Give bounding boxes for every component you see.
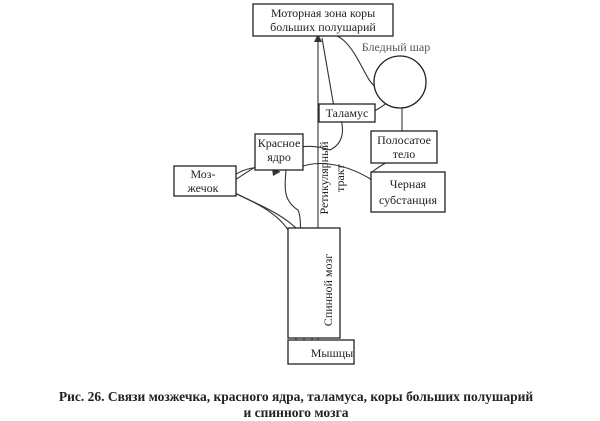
- red-nucleus-label-line2: ядро: [267, 150, 291, 164]
- motor-cortex-label-line2: больших полушарий: [270, 20, 376, 34]
- thalamus-to-cortex-line: [321, 37, 336, 114]
- substantia-nigra-label-line2: субстанция: [379, 193, 437, 207]
- cerebellum-to-spinal-line-2: [227, 189, 297, 246]
- striatum-label-line1: Полосатое: [377, 133, 431, 147]
- striatum-label-line2: тело: [393, 147, 416, 161]
- node-thalamus: Таламус: [318, 103, 376, 123]
- muscles-label: Мышцы: [311, 346, 353, 360]
- reticular-tract-label: Ретикулярный тракт: [317, 141, 347, 215]
- node-striatum: Полосатое тело: [370, 130, 438, 164]
- thalamus-label: Таламус: [326, 106, 369, 120]
- globus-pallidus-label: Бледный шар: [362, 40, 430, 54]
- caption-line2: и спинного мозга: [243, 405, 348, 420]
- caption-line1: Рис. 26. Связи мозжечка, красного ядра, …: [59, 389, 533, 404]
- arrow-cortex-up: [314, 34, 322, 42]
- node-substantia-nigra: Черная субстанция: [370, 171, 446, 213]
- node-spinal-cord: Спинной мозг: [287, 227, 341, 339]
- node-muscles: Мышцы: [287, 339, 355, 365]
- node-red-nucleus: Красное ядро: [254, 133, 304, 171]
- reticular-tract-label-line1: Ретикулярный: [317, 141, 331, 215]
- cerebellum-label-line2: жечок: [186, 181, 218, 195]
- reticular-tract-label-line2: тракт: [333, 163, 347, 191]
- spinal-cord-label: Спинной мозг: [321, 254, 335, 326]
- cerebellum-label-line1: Моз-: [190, 167, 215, 181]
- nigra-to-red-line: [297, 162, 373, 181]
- node-motor-cortex: Моторная зона коры больших полушарий: [252, 3, 394, 37]
- figure-caption: Рис. 26. Связи мозжечка, красного ядра, …: [59, 389, 533, 420]
- motor-cortex-label-line1: Моторная зона коры: [271, 6, 375, 20]
- node-globus-pallidus: Бледный шар: [362, 40, 430, 109]
- node-cerebellum: Моз- жечок: [173, 165, 237, 197]
- red-nucleus-label-line1: Красное: [258, 136, 301, 150]
- substantia-nigra-label-line1: Черная: [390, 177, 427, 191]
